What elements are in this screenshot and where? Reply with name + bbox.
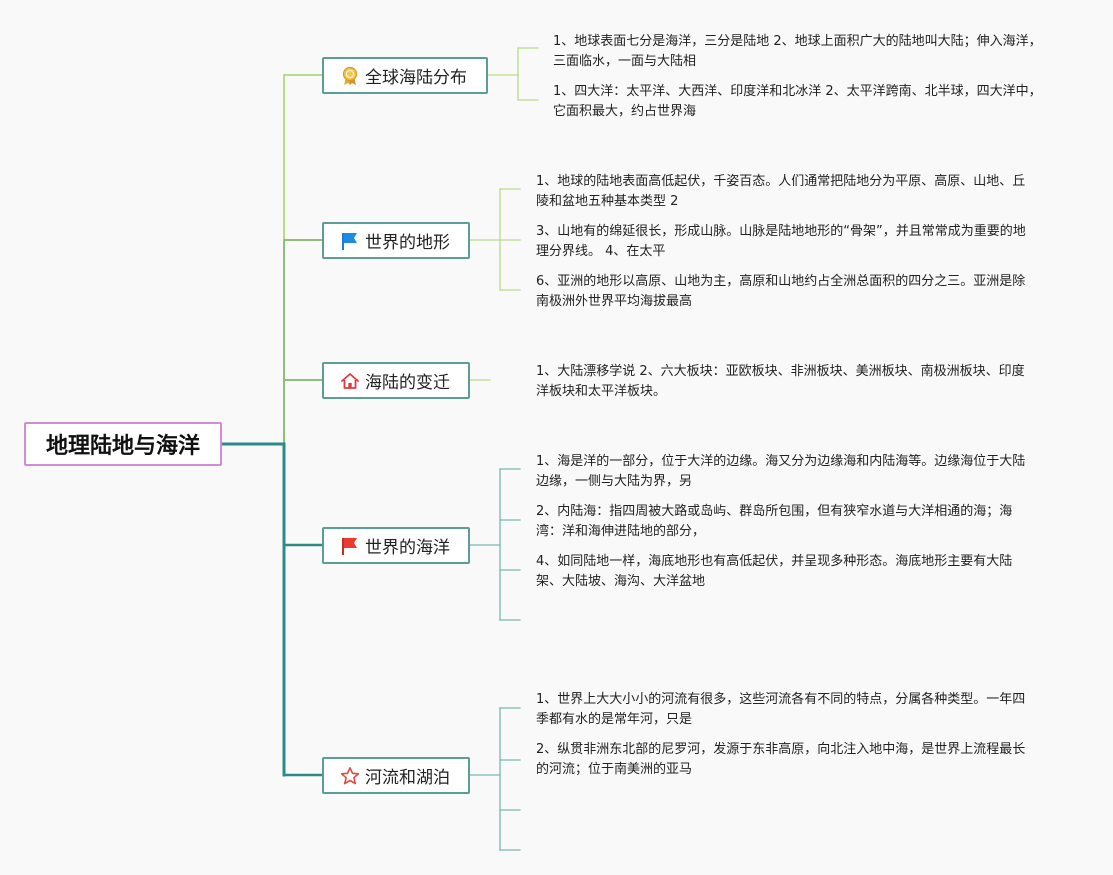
leaf-topic[interactable]: 1、海是洋的一部分，位于大洋的边缘。海又分为边缘海和内陆海等。边缘海位于大陆边缘… xyxy=(536,454,1026,489)
leaf-topic[interactable]: 1、地球表面七分是海洋，三分是陆地 2、地球上面积广大的陆地叫大陆；伸入海洋，三… xyxy=(553,34,1042,69)
star-icon xyxy=(340,766,360,786)
leaf-topic[interactable]: 2、纵贯非洲东北部的尼罗河，发源于东非高原，向北注入地中海，是世界上流程最长的河… xyxy=(536,742,1026,777)
root-topic[interactable]: 地理陆地与海洋 xyxy=(24,422,222,466)
branch-topic-2[interactable]: 世界的地形 xyxy=(322,222,470,259)
leaf-topic[interactable]: 1、地球的陆地表面高低起伏，千姿百态。人们通常把陆地分为平原、高原、山地、丘陵和… xyxy=(536,174,1026,209)
leaf-topic[interactable]: 4、如同陆地一样，海底地形也有高低起伏，并呈现多种形态。海底地形主要有大陆架、大… xyxy=(536,554,1013,589)
blue-flag-icon xyxy=(340,231,360,251)
home-icon xyxy=(340,371,360,391)
branch-topic-4[interactable]: 世界的海洋 xyxy=(322,527,470,564)
leaf-topic[interactable]: 2、内陆海：指四周被大路或岛屿、群岛所包围，但有狭窄水道与大洋相通的海；海湾：洋… xyxy=(536,504,1013,539)
red-flag-icon xyxy=(340,536,360,556)
award-ribbon-icon xyxy=(340,66,360,86)
leaf-topic[interactable]: 1、大陆漂移学说 2、六大板块：亚欧板块、非洲板块、美洲板块、南极洲板块、印度洋… xyxy=(536,364,1025,399)
branch-label: 世界的地形 xyxy=(365,233,450,253)
branch-topic-5[interactable]: 河流和湖泊 xyxy=(322,757,470,794)
branch-topic-3[interactable]: 海陆的变迁 xyxy=(322,362,470,399)
branch-label: 世界的海洋 xyxy=(365,538,450,558)
branch-topic-1[interactable]: 全球海陆分布 xyxy=(322,57,488,94)
leaf-topic[interactable]: 3、山地有的绵延很长，形成山脉。山脉是陆地地形的“骨架”，并且常常成为重要的地理… xyxy=(536,224,1026,259)
leaf-topic[interactable]: 1、四大洋：太平洋、大西洋、印度洋和北冰洋 2、太平洋跨南、北半球，四大洋中，它… xyxy=(553,84,1042,119)
branch-label: 河流和湖泊 xyxy=(365,768,450,788)
leaf-topic[interactable]: 1、世界上大大小小的河流有很多，这些河流各有不同的特点，分属各种类型。一年四季都… xyxy=(536,692,1026,727)
branch-label: 海陆的变迁 xyxy=(365,373,450,393)
leaf-topic[interactable]: 6、亚洲的地形以高原、山地为主，高原和山地约占全洲总面积的四分之三。亚洲是除南极… xyxy=(536,274,1026,309)
branch-label: 全球海陆分布 xyxy=(365,68,467,88)
